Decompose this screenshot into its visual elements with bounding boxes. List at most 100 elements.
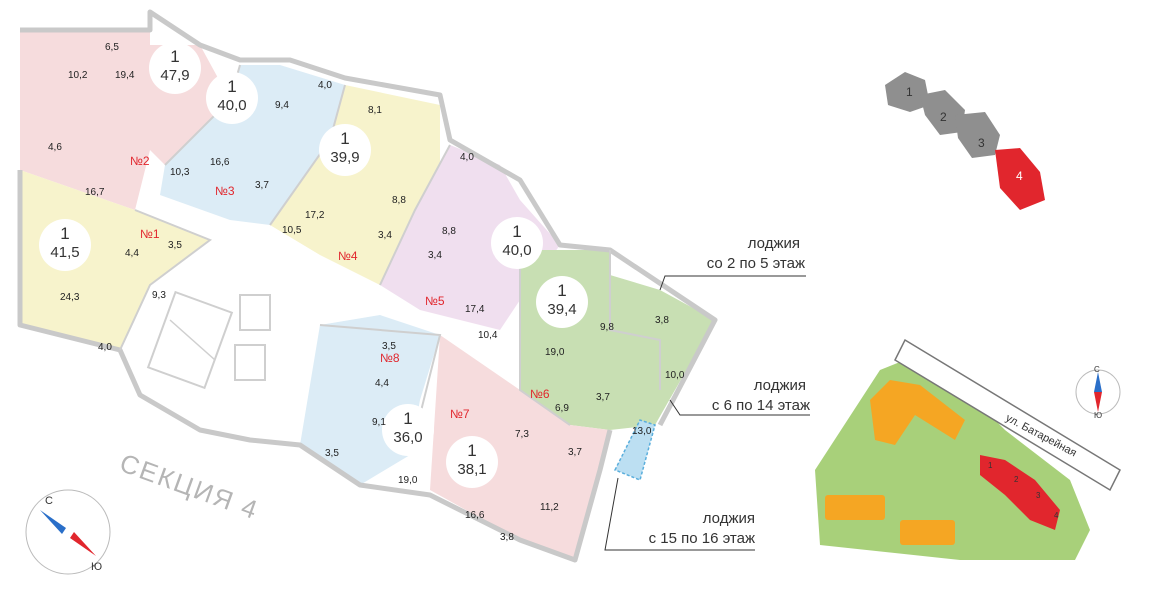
room-area: 19,0 <box>545 347 565 358</box>
apt-3-area: 40,0 <box>217 97 246 114</box>
room-area: 4,0 <box>98 342 112 353</box>
callout-3: лоджия с 15 по 16 этаж <box>604 477 755 551</box>
section-1-label: 1 <box>906 85 913 99</box>
room-area: 9,3 <box>152 290 166 301</box>
apt-1-badge: 1 41,5 <box>39 219 91 271</box>
site-section-4: 4 <box>1054 511 1059 520</box>
apt-3-badge: 1 40,0 <box>206 72 258 124</box>
room-area: 4,4 <box>125 248 139 259</box>
room-area: 19,4 <box>115 70 135 81</box>
room-areas: 6,5 10,2 19,4 4,6 16,7 4,0 9,4 10,3 16,6… <box>48 42 685 543</box>
apartment-1[interactable] <box>20 170 210 350</box>
room-area: 9,4 <box>275 100 289 111</box>
room-area: 19,0 <box>398 475 418 486</box>
stair-line <box>169 319 216 361</box>
apartment-3[interactable] <box>160 65 345 225</box>
apt-7-area: 38,1 <box>457 461 486 478</box>
site-section-1: 1 <box>988 461 993 470</box>
apt-5-area: 40,0 <box>502 242 531 259</box>
section-3-label: 3 <box>978 136 985 150</box>
room-area: 4,6 <box>48 142 62 153</box>
apt-7-number: №7 <box>450 407 470 421</box>
outer-wall-top <box>20 9 718 427</box>
apt-3-rooms: 1 <box>227 77 236 96</box>
inner-wall-4 <box>119 209 213 351</box>
apt-8-rooms: 1 <box>403 409 412 428</box>
room-area: 16,6 <box>465 510 485 521</box>
callout-1-line2: со 2 по 5 этаж <box>707 255 805 272</box>
compass-right-south <box>1094 392 1102 412</box>
room-area: 4,0 <box>318 80 332 91</box>
room-area: 17,4 <box>465 304 485 315</box>
section-2-shape <box>920 90 965 135</box>
apartment-numbers: №2 №3 №4 №1 №5 №6 №8 №7 <box>130 154 550 421</box>
site-section-3: 3 <box>1036 491 1041 500</box>
inner-wall-6 <box>519 250 571 426</box>
callout-3-line1: лоджия <box>703 510 755 527</box>
apt-1-area: 41,5 <box>50 244 79 261</box>
room-area: 3,5 <box>325 448 339 459</box>
apartment-5[interactable] <box>380 145 560 330</box>
elevator-1 <box>239 294 271 331</box>
apt-7-badge: 1 38,1 <box>446 436 498 488</box>
apt-8-number: №8 <box>380 351 400 365</box>
section-4-label: 4 <box>1016 169 1023 183</box>
callout-1-line1: лоджия <box>748 235 800 252</box>
compass-right: С Ю <box>1075 365 1121 420</box>
elevator-2 <box>234 344 266 381</box>
room-area: 16,7 <box>85 187 105 198</box>
apt-6-rooms: 1 <box>557 281 566 300</box>
apt-2-rooms: 1 <box>170 47 179 66</box>
apartment-6[interactable] <box>520 250 715 430</box>
apt-4-rooms: 1 <box>340 129 349 148</box>
room-area: 17,2 <box>305 210 325 221</box>
apt-4-number: №4 <box>338 249 358 263</box>
section-label: СЕКЦИЯ 4 <box>116 447 263 525</box>
compass-right-south-label: Ю <box>1094 411 1102 420</box>
road <box>894 338 1121 492</box>
building-l <box>870 380 965 445</box>
apt-1-number: №1 <box>140 227 160 241</box>
room-area: 10,3 <box>170 167 190 178</box>
apartment-7[interactable] <box>430 335 610 560</box>
apt-8-badge: 1 36,0 <box>382 404 434 456</box>
callout-2: лоджия с 6 по 14 этаж <box>669 377 810 416</box>
room-area: 3,7 <box>596 392 610 403</box>
site-plan: ул. Батарейная 1 2 3 4 <box>815 338 1121 560</box>
callout-1: лоджия со 2 по 5 этаж <box>659 235 806 291</box>
apt-2-number: №2 <box>130 154 150 168</box>
room-area: 4,0 <box>460 152 474 163</box>
building-bottom-2 <box>900 520 955 545</box>
callout-2-line1: лоджия <box>754 377 806 394</box>
apartment-4[interactable] <box>270 85 440 285</box>
room-area: 9,1 <box>372 417 386 428</box>
apt-4-badge: 1 39,9 <box>319 124 371 176</box>
compass-north-label: С <box>45 495 53 507</box>
room-area: 11,2 <box>540 502 559 513</box>
compass-right-north <box>1094 372 1102 392</box>
room-area: 10,4 <box>478 330 498 341</box>
building-bottom-1 <box>825 495 885 520</box>
apt-1-rooms: 1 <box>60 224 69 243</box>
compass-south-arrow <box>70 532 96 556</box>
room-area: 16,6 <box>210 157 230 168</box>
room-area: 3,7 <box>255 180 269 191</box>
apt-6-area: 39,4 <box>547 301 576 318</box>
room-area: 6,5 <box>105 42 119 53</box>
room-area: 9,8 <box>600 322 614 333</box>
section-1-shape <box>885 72 930 112</box>
room-area: 10,2 <box>68 70 88 81</box>
callout-2-line2: с 6 по 14 этаж <box>712 397 810 414</box>
room-area: 10,5 <box>282 225 302 236</box>
loggia-15-16 <box>613 419 656 482</box>
apt-5-badge: 1 40,0 <box>491 217 543 269</box>
room-area: 4,4 <box>375 378 389 389</box>
apt-7-rooms: 1 <box>467 441 476 460</box>
apt-8-area: 36,0 <box>393 429 422 446</box>
floor-plan <box>17 9 718 563</box>
room-area: 3,5 <box>168 240 182 251</box>
apt-2-area: 47,9 <box>160 67 189 84</box>
compass-south-label: Ю <box>91 561 102 573</box>
room-area: 3,8 <box>500 532 514 543</box>
